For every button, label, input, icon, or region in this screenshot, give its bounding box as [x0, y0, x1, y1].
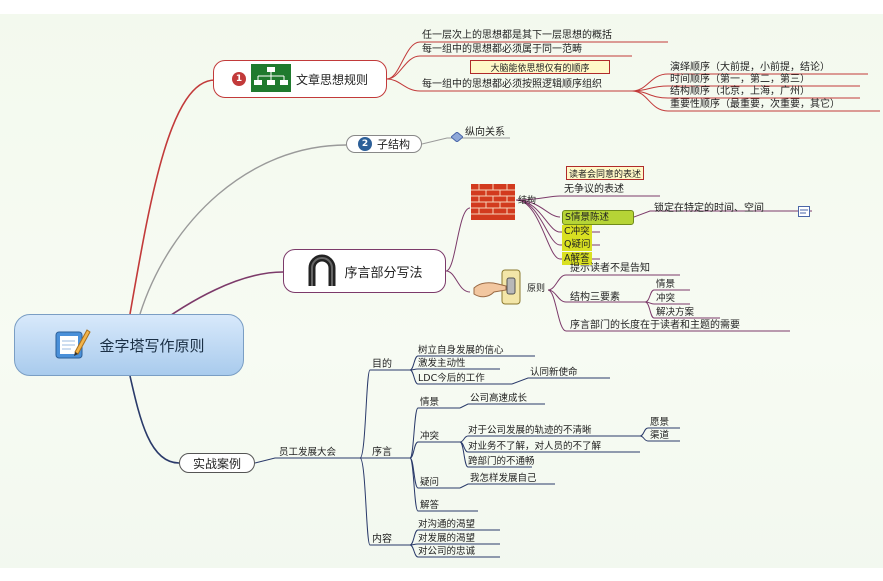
branch-case-label: 实战案例: [192, 456, 241, 471]
rule-item: 提示读者不是告知: [570, 263, 650, 274]
rules-callout: 大脑能依思想仅有的顺序: [470, 60, 610, 74]
rule-item: 结构三要素: [570, 292, 620, 303]
order-type: 时间顺序（第一，第二，第三）: [670, 74, 810, 85]
content-label: 内容: [372, 534, 392, 545]
answer-label: 解答: [420, 500, 440, 511]
branch-rules-label: 文章思想规则: [295, 72, 368, 87]
situation-text: 公司高速成长: [470, 393, 528, 404]
conflict-item: 跨部门的不通畅: [468, 456, 535, 467]
branch-rules[interactable]: 1 文章思想规则: [213, 60, 387, 98]
content-item: 对沟通的渴望: [418, 519, 476, 530]
event-label: 员工发展大会: [279, 447, 337, 458]
horseshoe-icon: [306, 252, 338, 290]
hand-switch-icon: [472, 268, 524, 312]
structure-item: 无争议的表述: [564, 184, 624, 195]
question-text: 我怎样发展自己: [470, 473, 537, 484]
structure-label: 结构: [518, 196, 537, 206]
conflict-subitem: 愿景: [650, 417, 670, 428]
structure-item-q: Q疑问: [562, 238, 593, 251]
element-item: 冲突: [656, 293, 676, 304]
branch-case[interactable]: 实战案例: [179, 453, 255, 473]
branch-intro[interactable]: 序言部分写法: [283, 249, 446, 293]
diamond-icon: [450, 127, 464, 146]
note-icon: [798, 202, 810, 221]
ldc-note: 认同新使命: [530, 367, 578, 378]
structure-callout: 读者会同意的表述: [566, 166, 644, 180]
pencil-notepad-icon: [53, 324, 92, 366]
substructure-child: 纵向关系: [465, 127, 505, 138]
s-note: 锁定在特定的时间、空间: [654, 203, 764, 214]
branch-substructure-label: 子结构: [377, 138, 410, 151]
situation-label: 情景: [420, 397, 440, 408]
branch-substructure[interactable]: 2 子结构: [346, 135, 422, 153]
structure-item-c: C冲突: [562, 225, 592, 238]
purpose-item: 激发主动性: [418, 358, 466, 369]
conflict-item: 对于公司发展的轨迹的不清晰: [468, 425, 592, 436]
conflict-item: 对业务不了解，对人员的不了解: [468, 441, 602, 452]
content-item: 对公司的忠诚: [418, 546, 476, 557]
rules-item: 任一层次上的思想都是其下一层思想的概括: [422, 30, 612, 41]
rule-item: 序言部门的长度在于读者和主题的需要: [570, 320, 740, 331]
structure-item-s[interactable]: S情景陈述: [562, 210, 634, 225]
root-label: 金字塔写作原则: [99, 336, 205, 355]
rules-label: 原则: [527, 284, 546, 294]
purpose-label: 目的: [372, 359, 392, 370]
conflict-label: 冲突: [420, 431, 440, 442]
element-item: 解决方案: [656, 307, 695, 318]
conflict-subitem: 渠道: [650, 430, 670, 441]
purpose-item: LDC今后的工作: [418, 373, 485, 384]
branch-intro-label: 序言部分写法: [344, 265, 423, 281]
brick-wall-icon: [471, 184, 515, 224]
purpose-item: 树立自身发展的信心: [418, 345, 504, 356]
element-item: 情景: [656, 279, 676, 290]
structure-item-a: A解答: [562, 252, 592, 265]
rules-item: 每一组中的思想都必须属于同一范畴: [422, 44, 582, 55]
order-type: 演绎顺序（大前提，小前提，结论）: [670, 62, 830, 73]
order-type: 重要性顺序（最重要，次重要，其它）: [670, 99, 840, 110]
root-node[interactable]: 金字塔写作原则: [14, 314, 244, 376]
content-item: 对发展的渴望: [418, 533, 476, 544]
badge-2: 2: [358, 137, 372, 151]
badge-1: 1: [231, 72, 246, 86]
rules-item: 每一组中的思想都必须按照逻辑顺序组织: [422, 79, 602, 90]
org-chart-icon: [250, 63, 291, 95]
preface-label: 序言: [372, 447, 392, 458]
order-type: 结构顺序（北京，上海，广州）: [670, 86, 810, 97]
question-label: 疑问: [420, 477, 440, 488]
